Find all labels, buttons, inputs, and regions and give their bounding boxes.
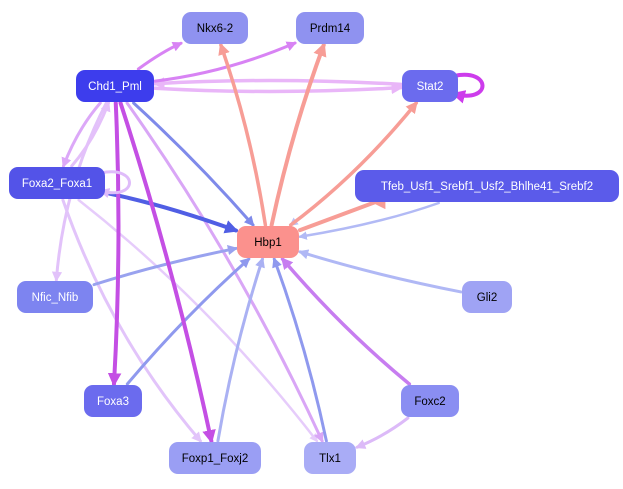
edge-foxc2-to-tlx1	[355, 416, 410, 449]
edge-stat2-to-chd1_pml	[152, 77, 403, 90]
node-foxa3[interactable]: Foxa3	[84, 385, 142, 417]
node-nkx6_2[interactable]: Nkx6-2	[182, 12, 248, 44]
edge-foxa2_foxa1-to-tlx1	[77, 198, 319, 443]
edge-foxp1_foxj2-to-hbp1	[216, 257, 265, 443]
edge-gli2-to-hbp1	[298, 249, 463, 294]
node-foxp1_foxj2[interactable]: Foxp1_Foxj2	[169, 442, 261, 474]
node-chd1_pml[interactable]: Chd1_Pml	[76, 70, 154, 102]
edge-chd1_pml-to-hbp1	[132, 101, 255, 227]
edge-tfeb-to-hbp1	[298, 201, 440, 240]
edge-foxa3-to-hbp1	[125, 257, 251, 386]
edge-chd1_pml-to-prdm14	[153, 41, 297, 83]
edge-hbp1-to-prdm14	[269, 42, 327, 227]
node-gli2[interactable]: Gli2	[462, 281, 512, 313]
edge-chd1_pml-to-foxp1_foxj2	[118, 101, 216, 444]
edge-layer	[51, 41, 485, 449]
node-hbp1[interactable]: Hbp1	[237, 226, 299, 258]
edge-chd1_pml-to-nkx6_2	[136, 41, 183, 71]
edge-nfic_nfib-to-hbp1	[92, 245, 239, 287]
edge-foxa2_foxa1-to-chd1_pml	[70, 101, 111, 168]
node-tfeb[interactable]: Tfeb_Usf1_Srebf1_Usf2_Bhlhe41_Srebf2	[355, 170, 619, 202]
edge-stat2-to-hbp1	[289, 101, 418, 227]
node-prdm14[interactable]: Prdm14	[296, 12, 364, 44]
edge-foxc2-to-hbp1	[280, 257, 412, 386]
edge-chd1_pml-to-foxa3	[107, 101, 122, 387]
edge-foxa2_foxa1-self-loop	[99, 170, 131, 199]
node-nfic_nfib[interactable]: Nfic_Nfib	[17, 281, 93, 313]
edge-foxa2_foxa1-to-foxp1_foxj2	[61, 198, 202, 443]
edge-chd1_pml-to-tlx1	[125, 101, 324, 443]
edge-hbp1-to-stat2	[288, 101, 418, 227]
edge-foxa2_foxa1-to-hbp1	[104, 190, 239, 234]
edge-hbp1-to-nkx6_2	[218, 42, 268, 227]
node-foxa2_foxa1[interactable]: Foxa2_Foxa1	[9, 167, 105, 199]
edge-stat2-self-loop	[451, 72, 485, 104]
edge-chd1_pml-to-stat2	[153, 82, 404, 95]
edge-hbp1-to-tfeb	[298, 199, 378, 233]
edge-chd1_pml-to-foxa2_foxa1	[61, 101, 102, 168]
node-stat2[interactable]: Stat2	[402, 70, 458, 102]
node-foxc2[interactable]: Foxc2	[401, 385, 459, 417]
edge-tlx1-to-hbp1	[272, 257, 328, 443]
node-tlx1[interactable]: Tlx1	[304, 442, 356, 474]
